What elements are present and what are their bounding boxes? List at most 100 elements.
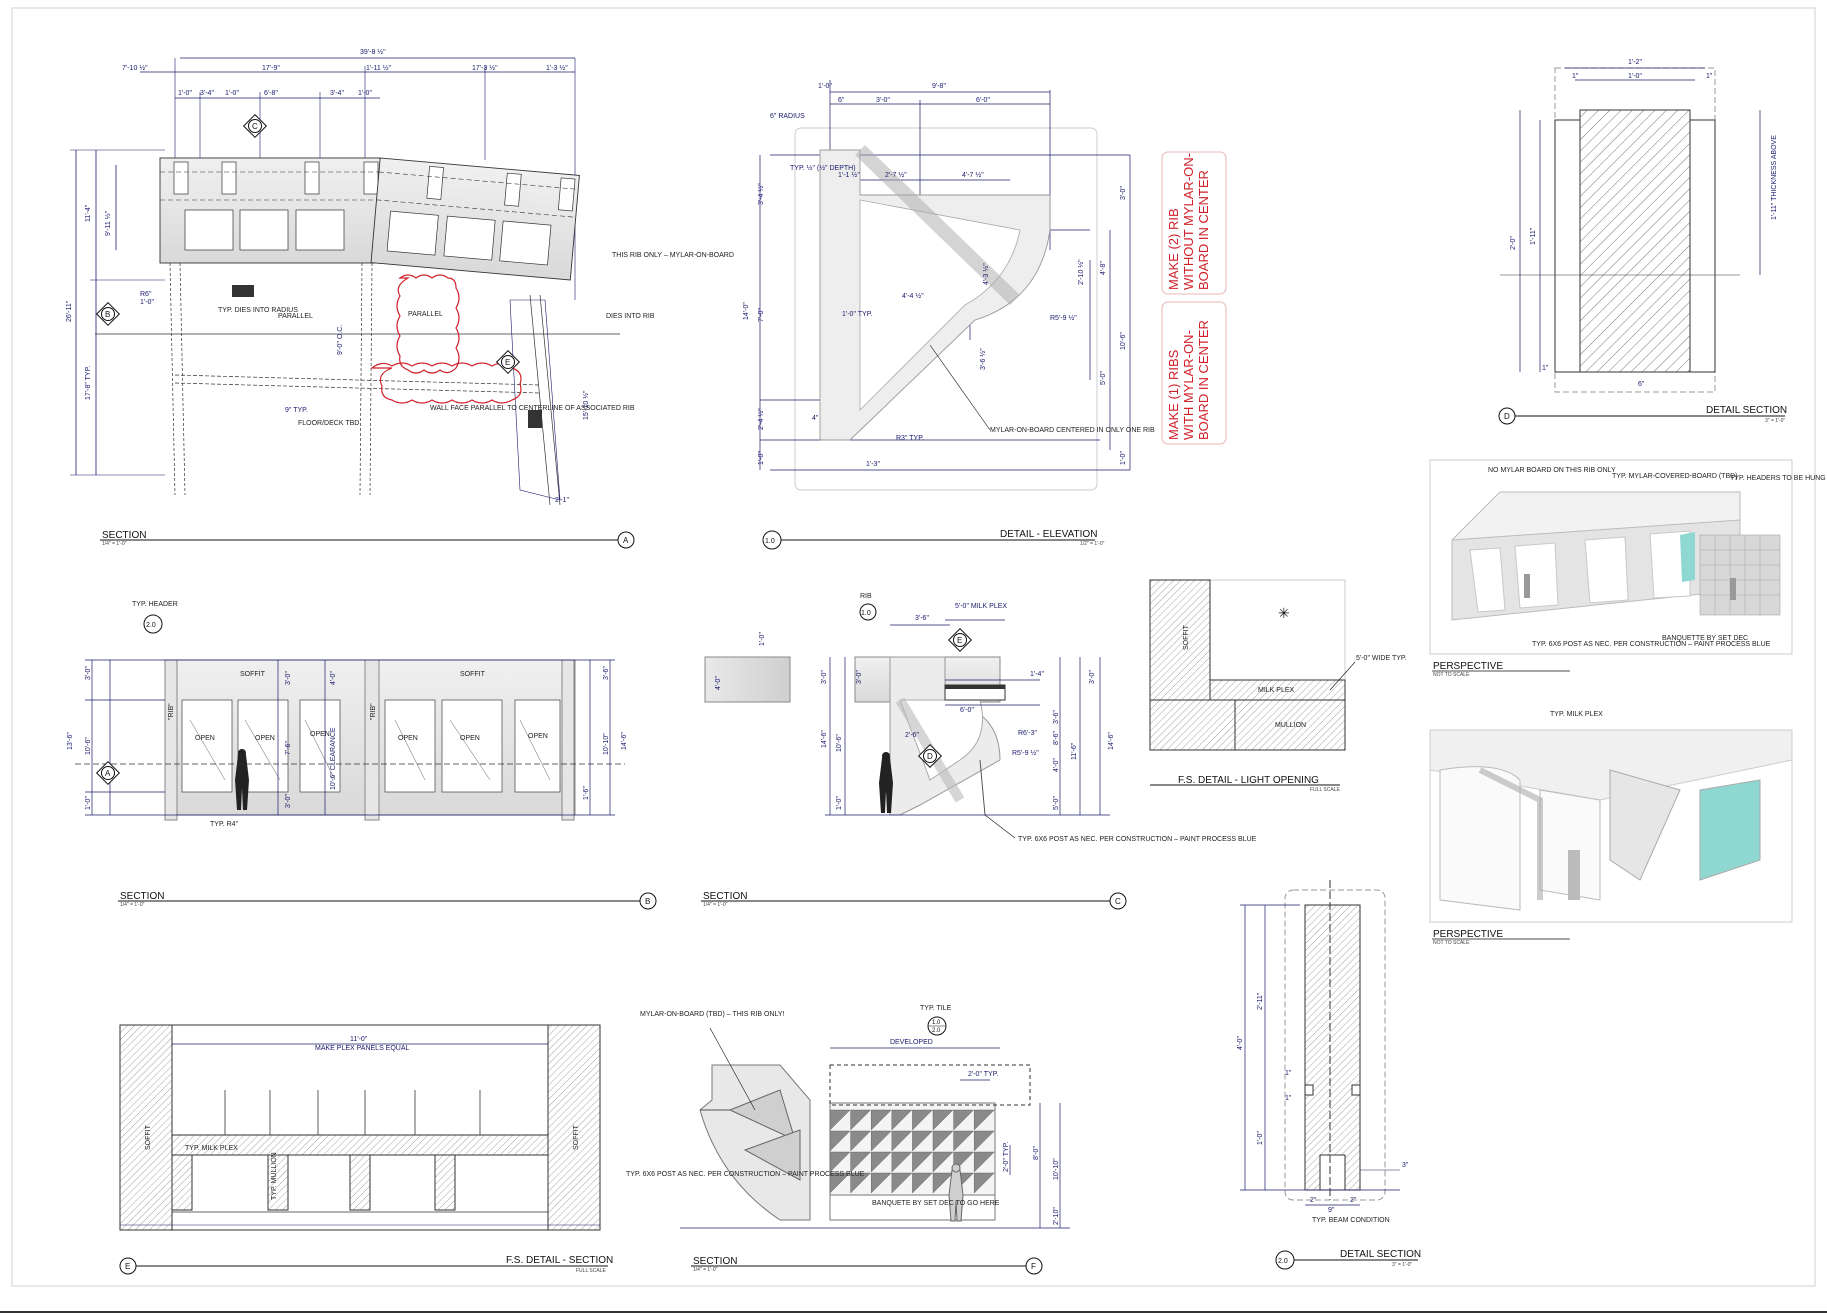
callout2-line1: MAKE (1) RIBS — [1166, 349, 1181, 440]
note-parallel-1: PARALLEL — [278, 313, 313, 320]
b-dim-0: 3'-0" — [85, 666, 92, 680]
c-dim-6: 14'-6" — [821, 730, 828, 748]
b-dim-4: 3'-0" — [285, 671, 292, 685]
c-dim-3: 4'-0" — [715, 676, 722, 690]
p1-note-3: TYP. 6X6 POST AS NEC. PER CONSTRUCTION –… — [1532, 641, 1771, 648]
dim-a-1ft: 1'-0" — [140, 299, 154, 306]
dim-d-5: 1'-11" — [1530, 227, 1537, 245]
dim-d-6: 1'-11" THICKNESS ABOVE — [1771, 135, 1778, 220]
b-tag-a: A — [105, 769, 111, 778]
f-developed: DEVELOPED — [890, 1039, 933, 1046]
p1-note-0: NO MYLAR BOARD ON THIS RIB ONLY — [1488, 467, 1616, 474]
dim-1-23: 2'-4 ½" — [757, 408, 765, 430]
detail-f-scale: 1/4" = 1'-0" — [693, 1267, 718, 1273]
c-dim-19: 1'-4" — [1030, 671, 1044, 678]
d2-dim-7: 2" — [1350, 1197, 1357, 1204]
p1-title: PERSPECTIVE — [1433, 661, 1503, 672]
c-dim-20: 6'-0" — [960, 707, 974, 714]
dim-a-r6: R6" — [140, 291, 152, 298]
dim-1-9: 4'-7 ½" — [962, 171, 984, 179]
detail-1-marker: 1.0 — [765, 538, 775, 545]
tile — [891, 1151, 913, 1173]
c-dim-11: R5'-9 ½" — [1012, 749, 1039, 757]
note-floor-deck: FLOOR/DECK TBD — [298, 420, 359, 427]
dim-1-19: 5'-0" — [1100, 371, 1107, 385]
detail-c-title: SECTION — [703, 891, 747, 902]
callout-boxes: MAKE (2) RIB WITHOUT MYLAR-ON- BOARD IN … — [1161, 151, 1227, 445]
note-wall-face: WALL FACE PARALLEL TO CENTERLINE OF ASSO… — [430, 405, 635, 412]
f-post-note: TYP. 6X6 POST AS NEC. PER CONSTRUCTION –… — [626, 1171, 865, 1178]
c-dim-12: 11'-6" — [1071, 742, 1078, 760]
note-dies-into-rib: DIES INTO RIB — [606, 313, 655, 320]
detail-1-scale: 1/2" = 1'-0" — [1080, 541, 1105, 547]
detail-2-scale: 3" = 1'-0" — [1392, 1262, 1412, 1268]
tile — [871, 1130, 892, 1152]
dim-1-18: 3'-0" — [1120, 186, 1127, 200]
dim-a-9in: 9" TYP. — [285, 407, 308, 414]
b-typ-r4: TYP. R4" — [210, 821, 239, 828]
b-rib-2: "RIB" — [370, 703, 377, 720]
f-tag-2: 2.0 — [932, 1028, 941, 1034]
b-open-1: OPEN — [195, 735, 215, 742]
dim-a-overall: 39'-8 ½" — [360, 48, 386, 56]
c-dim-17: 3'-6" — [1053, 710, 1060, 724]
detail-d-title: DETAIL SECTION — [1706, 405, 1787, 416]
dim-a-sub3: 6'-8" — [264, 90, 278, 97]
detail-2-marker: 2.0 — [1278, 1258, 1288, 1265]
b-open-3: OPEN — [310, 731, 330, 738]
c-dim-2: 1'-0" — [759, 632, 766, 646]
b-open-2: OPEN — [255, 735, 275, 742]
tile — [891, 1109, 913, 1131]
tile — [871, 1109, 892, 1131]
tile — [850, 1172, 872, 1194]
tile — [974, 1130, 995, 1152]
b-rib-1: "RIB" — [168, 703, 175, 720]
dim-1-27: 1'-3" — [866, 461, 880, 468]
light-milk-plex: MILK PLEX — [1258, 687, 1295, 694]
tile — [850, 1109, 872, 1131]
note-this-rib-only: THIS RIB ONLY – MYLAR-ON-BOARD — [612, 252, 734, 259]
dim-1-8: 2'-7 ½" — [885, 171, 907, 179]
e-dim-11ft: 11'-0" — [350, 1036, 368, 1043]
c-note-post: TYP. 6X6 POST AS NEC. PER CONSTRUCTION –… — [1018, 836, 1257, 843]
detail-f-section: MYLAR-ON-BOARD (TBD) – THIS RIB ONLY! TY… — [626, 1005, 1070, 1275]
e-soffit-2: SOFFIT — [573, 1124, 580, 1150]
dim-1-12: 7'-0" — [758, 308, 765, 322]
tile — [912, 1172, 933, 1194]
tile — [974, 1109, 995, 1131]
f-8ft: 8'-0" — [1033, 1146, 1040, 1160]
light-wide: 5'-0" WIDE TYP. — [1356, 655, 1407, 662]
dim-1-15: 2'-10 ½" — [1077, 259, 1085, 285]
detail-b-scale: 1/4" = 1'-0" — [120, 902, 145, 908]
c-dim-4: 3'-0" — [821, 670, 828, 684]
p1-note-4: BANQUETTE BY SET DEC — [1662, 635, 1748, 642]
detail-f-marker: F — [1031, 1262, 1036, 1271]
dim-a-sub0: 1'-0" — [178, 90, 192, 97]
svg-text:✳: ✳ — [1278, 605, 1290, 621]
detail-e-scale: FULL SCALE — [576, 1268, 606, 1274]
tile — [912, 1151, 933, 1173]
tile — [850, 1130, 872, 1152]
b-dim-10: 14'-6" — [621, 732, 628, 750]
dim-1-26: 1'-0" — [758, 451, 765, 465]
c-dim-1: 5'-0" MILK PLEX — [955, 603, 1007, 610]
d2-dim-6: 9" — [1328, 1207, 1335, 1214]
dim-a-sub1: 3'-4" — [200, 90, 214, 97]
dim-a-left1: 9'-11 ½" — [104, 210, 112, 236]
dim-a-top3: 1'-11 ½" — [366, 64, 392, 72]
callout1-line3: BOARD IN CENTER — [1196, 170, 1211, 290]
detail-d-marker: D — [1504, 412, 1510, 421]
detail-e-marker: E — [125, 1262, 130, 1271]
dim-1-14: 4'-3 ½" — [982, 263, 990, 285]
d2-dim-4: 1" — [1285, 1095, 1292, 1102]
tag-e: E — [505, 358, 510, 367]
p1-note-2: TYP. HEADERS TO BE HUNG — [1730, 475, 1826, 482]
tile — [829, 1151, 851, 1173]
tile — [891, 1130, 913, 1152]
dim-d-0: 1'-2" — [1628, 59, 1642, 66]
e-mullion: TYP. MULLION — [271, 1152, 278, 1200]
c-dim-16: 4'-0" — [1053, 758, 1060, 772]
detail-b-title: SECTION — [120, 891, 164, 902]
d2-dim-0: 4'-0" — [1237, 1036, 1244, 1050]
